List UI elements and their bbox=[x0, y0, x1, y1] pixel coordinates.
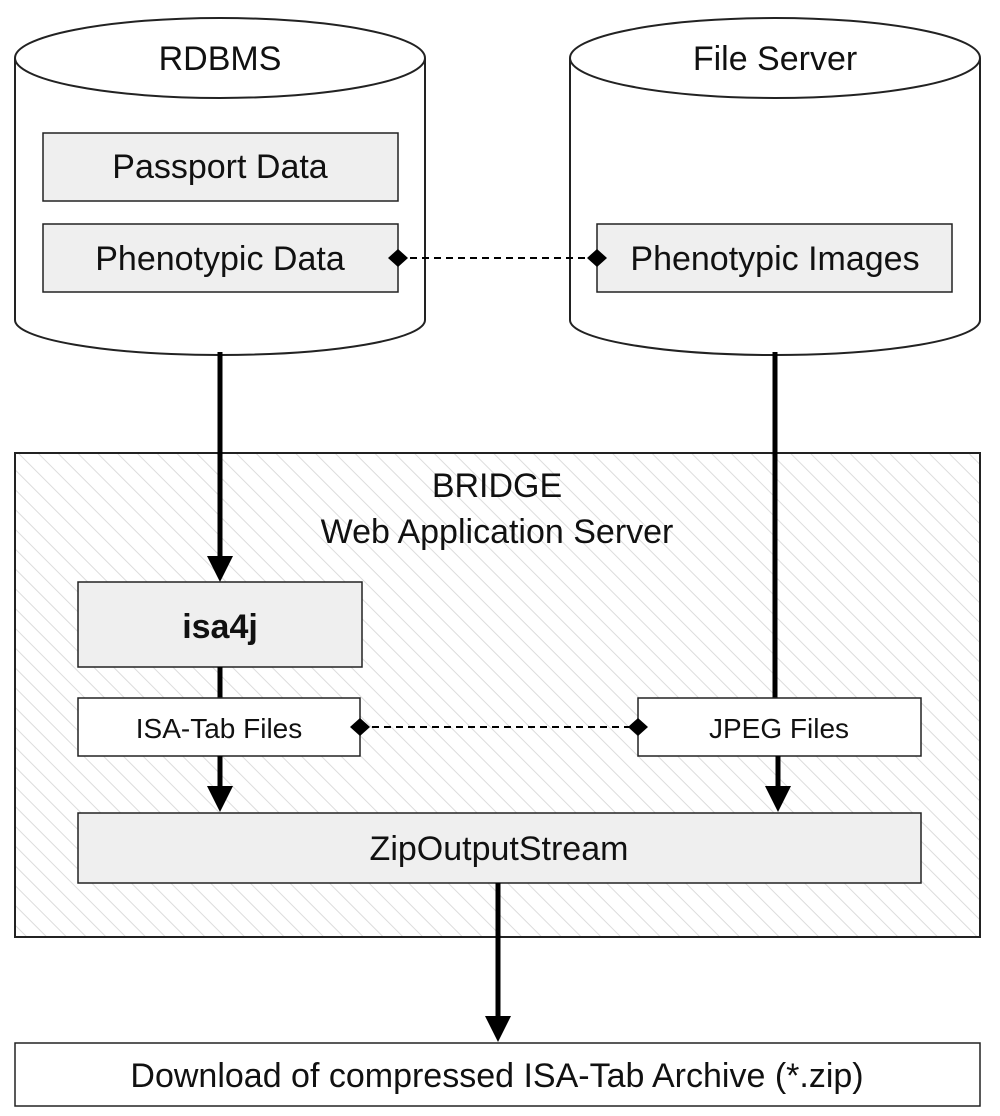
server-subtitle: Web Application Server bbox=[321, 513, 674, 551]
passport-data-box bbox=[42, 132, 399, 202]
file-server-label: File Server bbox=[693, 40, 857, 78]
diamond-marker-right-bottom bbox=[628, 718, 648, 736]
phenotypic-data-box bbox=[42, 223, 399, 293]
phenotypic-data-label: Phenotypic Data bbox=[95, 240, 345, 278]
diamond-marker-left-bottom bbox=[350, 718, 370, 736]
isa-tab-files-label: ISA-Tab Files bbox=[136, 713, 303, 744]
diamond-marker-right-top bbox=[587, 249, 607, 267]
passport-data-label: Passport Data bbox=[112, 148, 328, 186]
zip-output-stream-box bbox=[77, 812, 922, 884]
download-box bbox=[14, 1042, 981, 1107]
jpeg-files-label: JPEG Files bbox=[709, 713, 849, 744]
isa4j-label: isa4j bbox=[182, 608, 258, 646]
isatab-arrowhead bbox=[207, 786, 233, 812]
phenotypic-images-label: Phenotypic Images bbox=[630, 240, 919, 278]
download-label: Download of compressed ISA-Tab Archive (… bbox=[130, 1057, 863, 1095]
bridge-title: BRIDGE bbox=[432, 467, 562, 505]
zip-output-stream-label: ZipOutputStream bbox=[370, 830, 629, 868]
rdbms-label: RDBMS bbox=[159, 40, 282, 78]
rdbms-arrowhead bbox=[207, 556, 233, 582]
jpeg-files-box bbox=[637, 697, 922, 757]
isa4j-box bbox=[77, 581, 363, 668]
jpeg-arrowhead bbox=[765, 786, 791, 812]
diamond-marker-left-top bbox=[388, 249, 408, 267]
download-arrowhead bbox=[485, 1016, 511, 1042]
